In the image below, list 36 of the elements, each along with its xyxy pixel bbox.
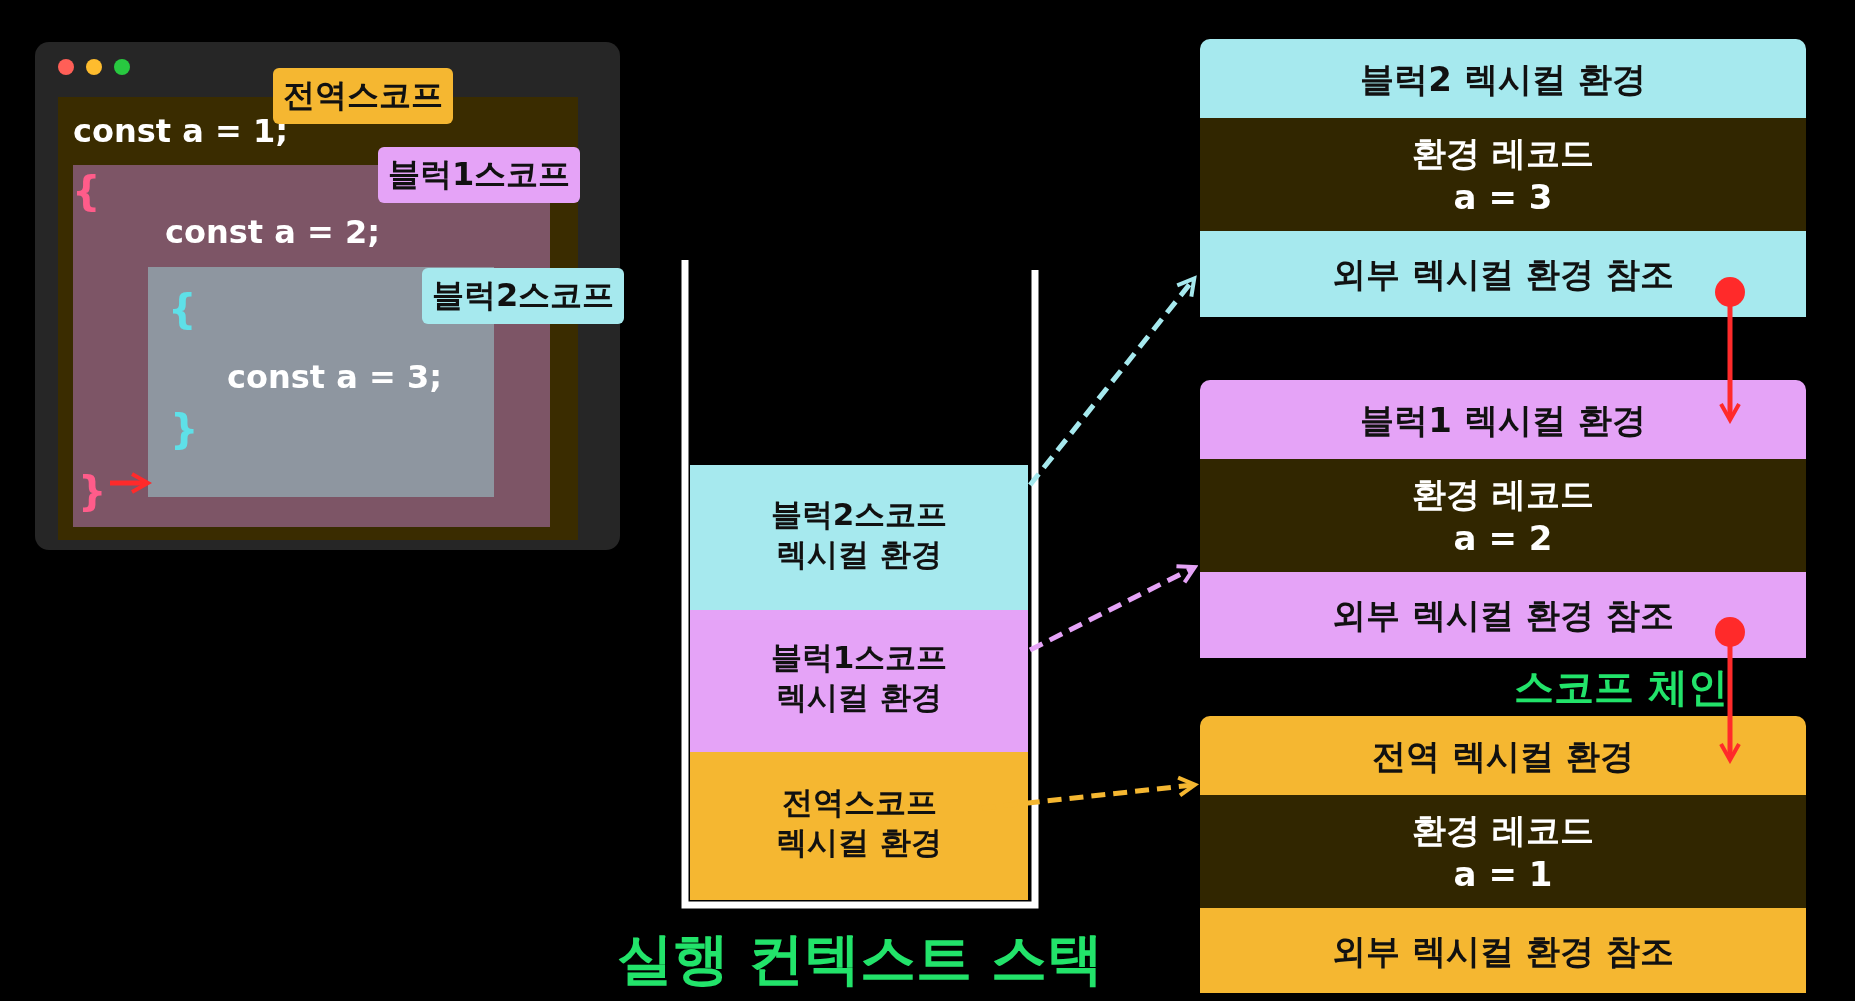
frame-label: 블럭2스코프 렉시컬 환경 — [769, 494, 949, 574]
scope-tag: 블럭1스코프 — [378, 147, 581, 203]
scope-tag: 블럭2스코프 — [422, 268, 625, 324]
arrow — [1715, 277, 1745, 422]
frame-label: 전역스코프 렉시컬 환경 — [775, 783, 943, 863]
arrow — [1028, 276, 1197, 487]
environment-card — [1200, 39, 1806, 317]
code-line: const a = 2; — [165, 213, 380, 251]
reference-text: 외부 렉시컬 환경 참조 — [1332, 933, 1674, 968]
stack-caption: 실행 컨텍스트 스택 — [615, 925, 1105, 993]
brace: } — [170, 406, 199, 452]
record-text: 환경 레코드 a = 3 — [1411, 131, 1595, 219]
arrow — [110, 472, 150, 494]
record-band — [1200, 459, 1806, 572]
record-text: 환경 레코드 a = 2 — [1411, 472, 1595, 560]
frame-label: 블럭1스코프 렉시컬 환경 — [769, 638, 949, 718]
stack-frame — [690, 465, 1028, 610]
record-band — [1200, 795, 1806, 908]
card-title: 블럭1 렉시컬 환경 — [1360, 402, 1646, 437]
stack-frame — [690, 752, 1028, 900]
brace: { — [168, 286, 197, 332]
arrow — [1715, 617, 1745, 762]
brace: } — [78, 468, 107, 514]
record-band — [1200, 118, 1806, 231]
scope-tag: 전역스코프 — [273, 68, 453, 124]
reference-text: 외부 렉시컬 환경 참조 — [1332, 598, 1674, 632]
brace: { — [72, 168, 101, 214]
record-text: 환경 레코드 a = 1 — [1411, 808, 1595, 896]
arrow — [1028, 564, 1197, 653]
card-title: 블럭2 렉시컬 환경 — [1360, 61, 1646, 96]
reference-text: 외부 렉시컬 환경 참조 — [1332, 257, 1674, 291]
environment-card — [1200, 716, 1806, 993]
stack-frame — [690, 610, 1028, 752]
code-line: const a = 3; — [227, 358, 442, 396]
card-title: 전역 렉시컬 환경 — [1372, 738, 1634, 773]
environment-card — [1200, 380, 1806, 658]
